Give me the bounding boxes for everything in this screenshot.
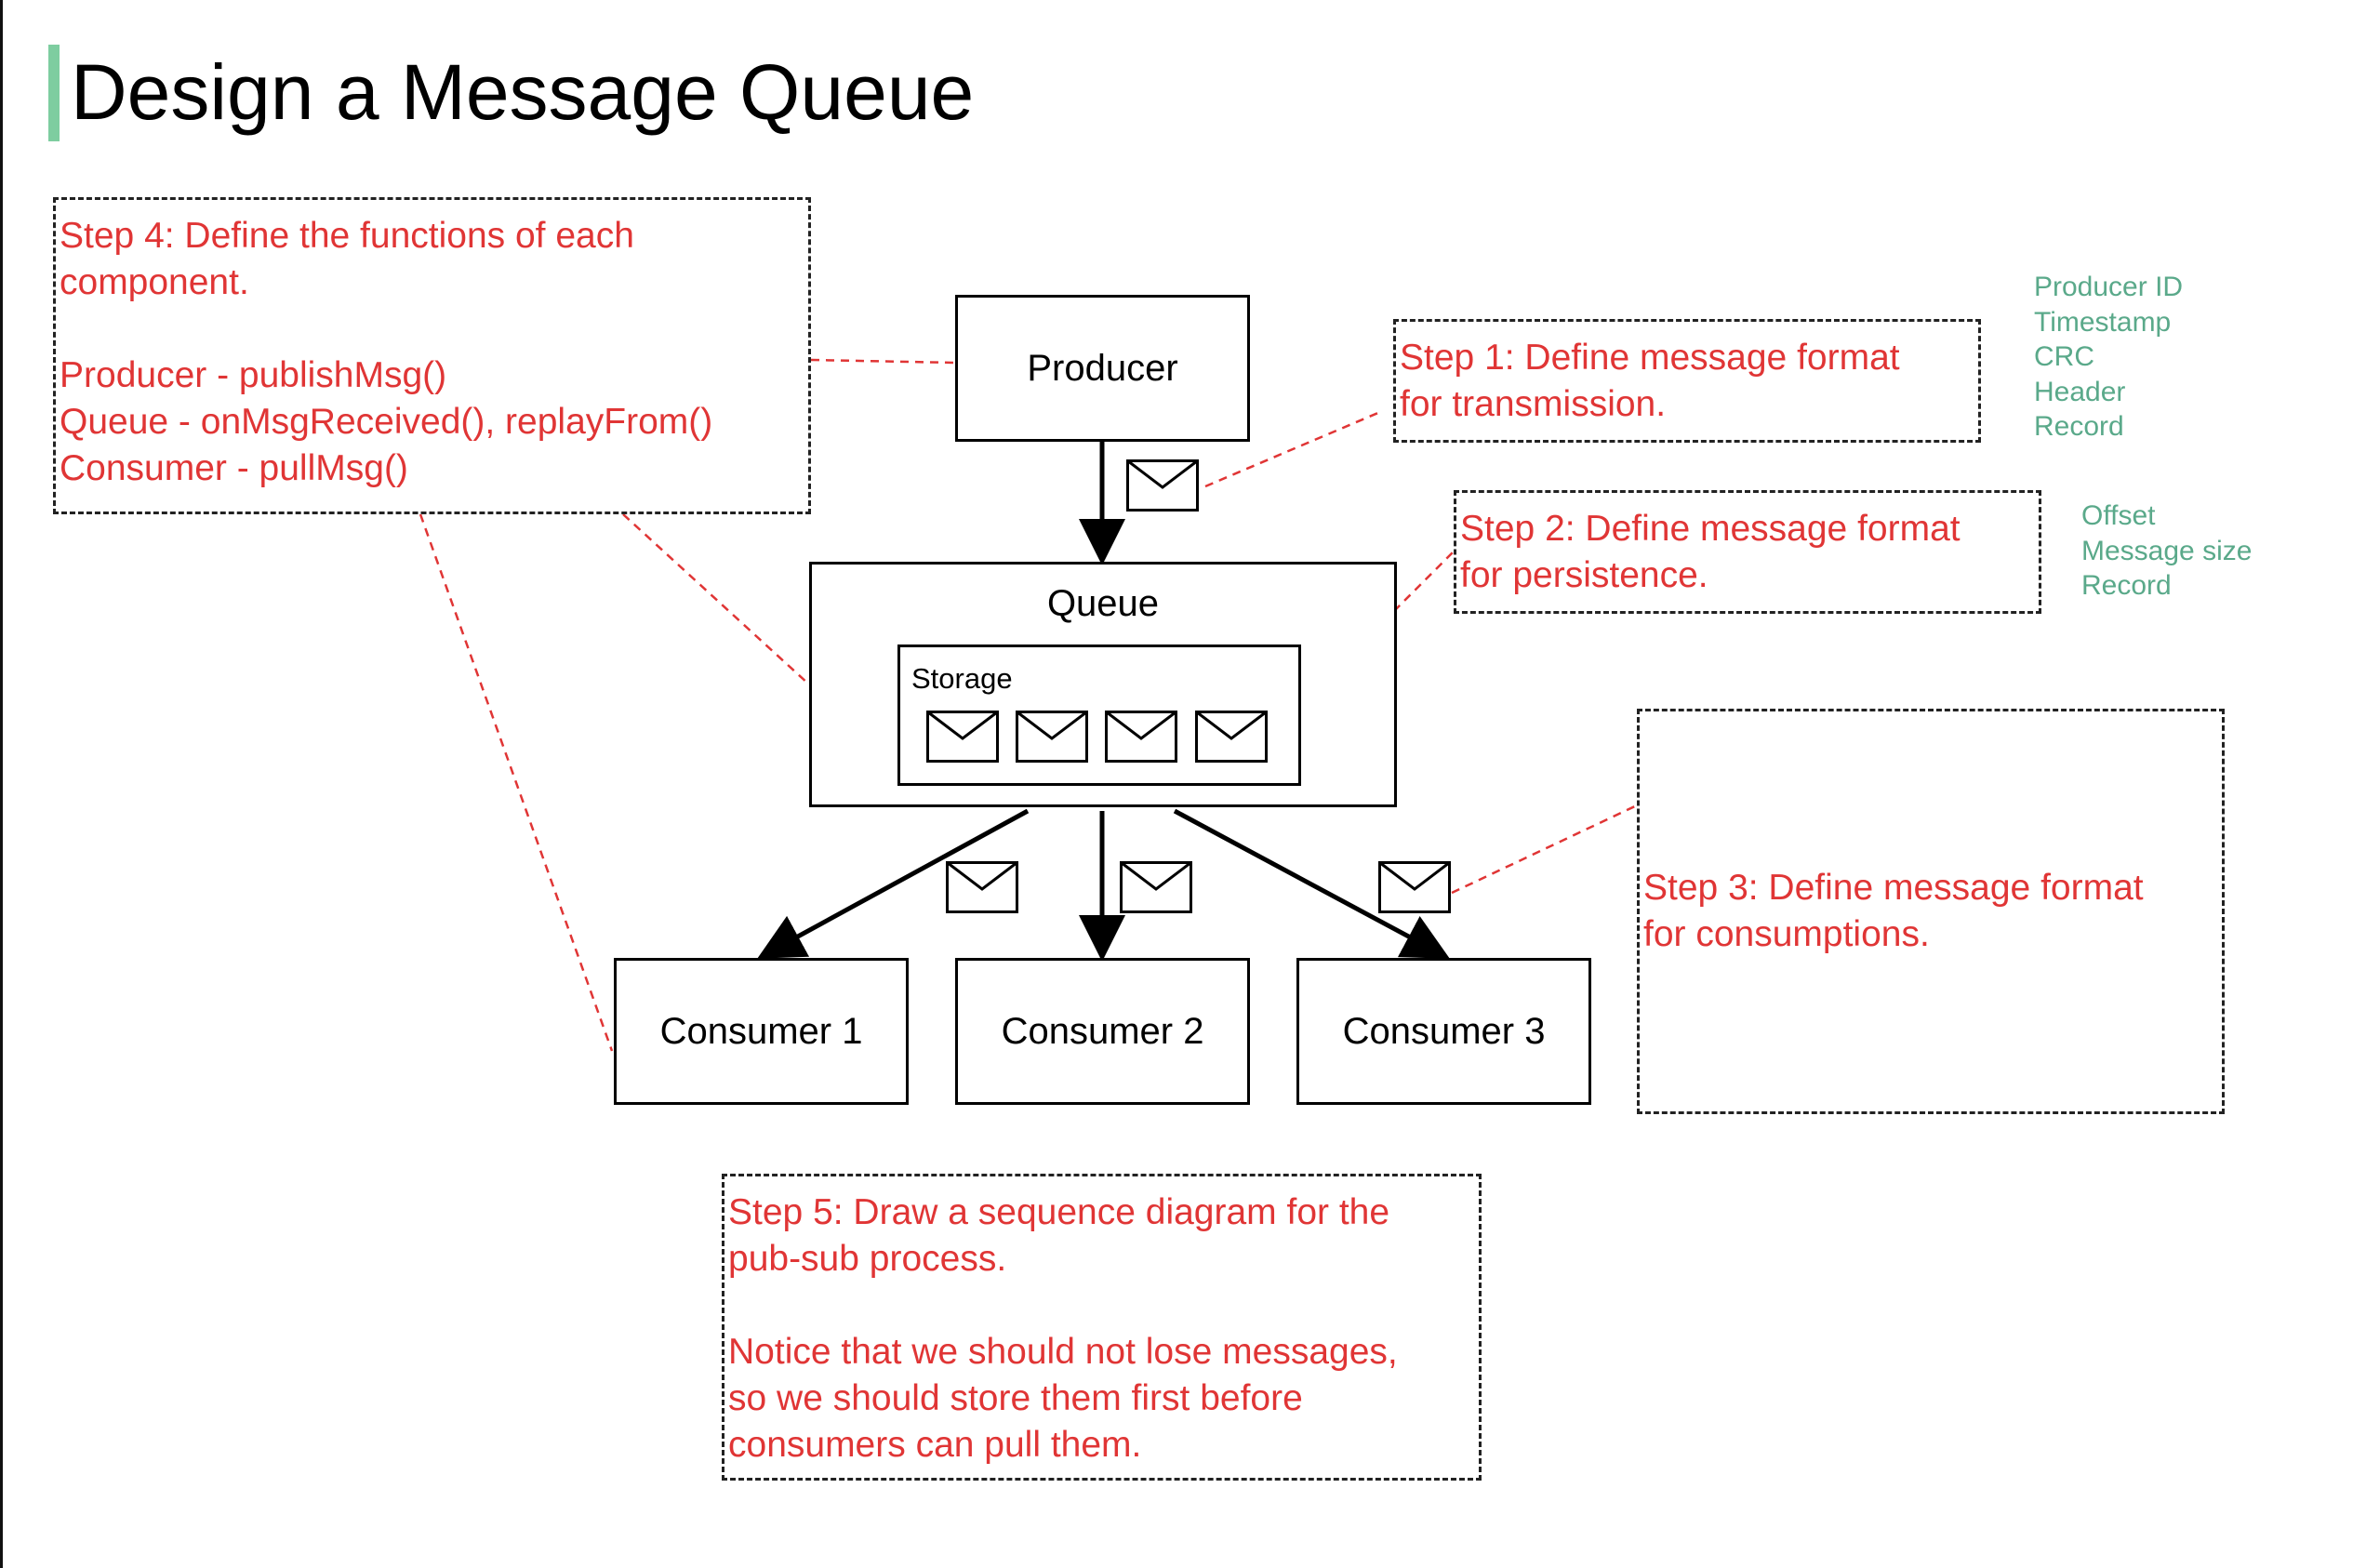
consumer-2-box: Consumer 2	[955, 958, 1250, 1105]
arrow-queue-to-consumer-3	[1173, 808, 1450, 959]
envelope-icon	[1126, 459, 1199, 512]
leader-step4-to-consumer-1	[419, 513, 614, 1052]
persistence-field: Message size	[2081, 535, 2253, 566]
storage-label: Storage	[911, 662, 1013, 695]
step-4-function-line: Producer - publishMsg()	[60, 355, 447, 395]
queue-box: Queue Storage	[809, 562, 1397, 807]
step-5-heading-line: pub-sub process.	[728, 1239, 1007, 1279]
step-2-line: for persistence.	[1460, 555, 1708, 595]
step-4-heading-line: Step 4: Define the functions of each	[60, 216, 634, 256]
step-4-function-line: Queue - onMsgReceived(), replayFrom()	[60, 402, 713, 442]
transmission-field: Producer ID	[2034, 272, 2184, 302]
step-1-note: Step 1: Define message format for transm…	[1393, 319, 1981, 443]
transmission-field: CRC	[2034, 341, 2094, 372]
envelope-icon	[1378, 861, 1451, 913]
envelope-icon	[1120, 861, 1192, 913]
title-accent-bar	[48, 45, 60, 141]
step-4-note: Step 4: Define the functions of each com…	[53, 197, 811, 514]
step-3-line: for consumptions.	[1643, 914, 1930, 954]
page-left-border	[0, 0, 3, 1568]
step-5-heading-line: Step 5: Draw a sequence diagram for the	[728, 1192, 1390, 1232]
envelope-icon	[1195, 711, 1268, 763]
consumer-2-label: Consumer 2	[1001, 1010, 1204, 1052]
step-5-note: Step 5: Draw a sequence diagram for the …	[722, 1174, 1482, 1481]
leader-step3-to-envelope	[1451, 804, 1638, 895]
step-5-notice-line: so we should store them first before	[728, 1378, 1303, 1418]
step-3-line: Step 3: Define message format	[1643, 868, 2144, 908]
consumer-1-box: Consumer 1	[614, 958, 909, 1105]
producer-box: Producer	[955, 295, 1250, 442]
persistence-field: Record	[2081, 570, 2172, 601]
envelope-icon	[926, 711, 999, 763]
step-1-line: Step 1: Define message format	[1400, 338, 1900, 378]
envelope-icon	[1105, 711, 1177, 763]
step-1-line: for transmission.	[1400, 384, 1667, 424]
step-3-note: Step 3: Define message format for consum…	[1637, 709, 2225, 1114]
step-5-notice-line: consumers can pull them.	[728, 1425, 1142, 1465]
persistence-fields-list: Offset Message size Record	[2081, 498, 2252, 604]
arrow-queue-to-consumer-1	[757, 808, 1030, 959]
leader-step1-to-envelope	[1204, 410, 1381, 488]
envelope-icon	[1016, 711, 1088, 763]
transmission-fields-list: Producer ID Timestamp CRC Header Record	[2034, 270, 2183, 445]
producer-label: Producer	[1027, 347, 1178, 389]
queue-label: Queue	[1046, 583, 1160, 624]
envelope-icon	[946, 861, 1018, 913]
leader-step4-to-producer	[810, 358, 956, 365]
transmission-field: Record	[2034, 411, 2124, 442]
consumer-3-box: Consumer 3	[1296, 958, 1591, 1105]
step-2-note: Step 2: Define message format for persis…	[1454, 490, 2041, 614]
transmission-field: Header	[2034, 376, 2126, 407]
consumer-3-label: Consumer 3	[1342, 1010, 1546, 1052]
step-4-heading-line: component.	[60, 262, 249, 302]
transmission-field: Timestamp	[2034, 306, 2172, 338]
step-4-function-line: Consumer - pullMsg()	[60, 448, 408, 488]
consumer-1-label: Consumer 1	[659, 1010, 863, 1052]
step-5-notice-line: Notice that we should not lose messages,	[728, 1332, 1398, 1372]
page-title: Design a Message Queue	[71, 48, 975, 136]
leader-step4-to-queue	[622, 513, 810, 685]
persistence-field: Offset	[2081, 500, 2156, 531]
step-2-line: Step 2: Define message format	[1460, 509, 1961, 549]
